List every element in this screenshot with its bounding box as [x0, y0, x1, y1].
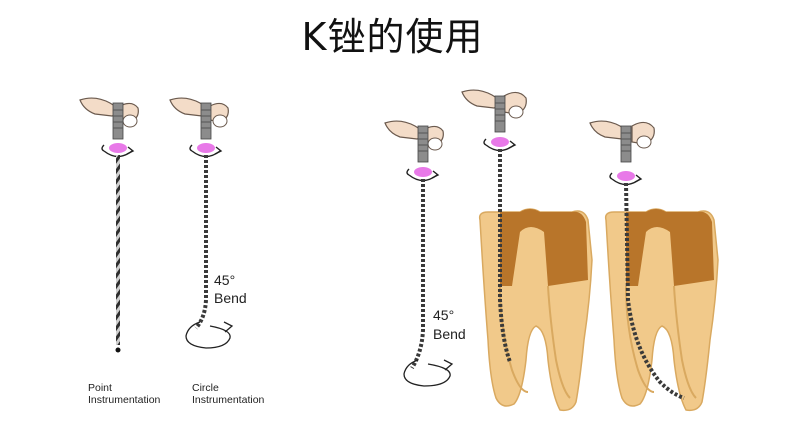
- circle-motion-arrow-icon: [403, 359, 451, 387]
- root-canal-outline: [499, 285, 571, 399]
- caption-line: Point: [88, 382, 112, 394]
- file-instrument-point: [79, 97, 139, 353]
- rubber-stopper: [491, 137, 509, 147]
- root-canal-outline: [625, 285, 697, 399]
- file-handle: [417, 125, 429, 163]
- bend-word-label: Bend: [433, 326, 466, 342]
- hand-icon: [79, 97, 139, 128]
- caption-point-instrumentation: Point Instrumentation: [88, 382, 160, 406]
- file-tip-point: [115, 347, 121, 353]
- file-shaft: [116, 155, 120, 345]
- caption-line: Instrumentation: [88, 394, 161, 406]
- rubber-stopper: [109, 143, 127, 153]
- file-handle: [494, 95, 506, 133]
- file-handle: [200, 102, 212, 140]
- file-instrument-bent: 45° Bend: [384, 120, 466, 387]
- rubber-stopper: [617, 171, 635, 181]
- caption-circle-instrumentation: Circle Instrumentation: [192, 382, 264, 406]
- caption-line: Circle: [192, 382, 219, 394]
- hand-icon: [461, 89, 527, 119]
- caption-line: Instrumentation: [192, 394, 265, 406]
- file-shaft: [194, 155, 208, 330]
- rubber-stopper: [414, 167, 432, 177]
- file-shaft: [624, 182, 685, 400]
- tooth-crown: [500, 209, 588, 286]
- tooth-with-file-left: [461, 89, 593, 412]
- rubber-stopper: [197, 143, 215, 153]
- tooth-crown: [626, 209, 714, 286]
- bend-word-label: Bend: [214, 290, 247, 306]
- file-shaft: [498, 149, 512, 363]
- bend-angle-label: 45°: [433, 307, 454, 323]
- file-handle: [620, 125, 632, 163]
- hand-icon: [384, 120, 444, 151]
- slide-title: K锉的使用: [301, 15, 484, 59]
- hand-icon: [169, 97, 229, 128]
- bend-angle-label: 45°: [214, 272, 235, 288]
- file-instrument-circle: 45° Bend: [169, 97, 247, 349]
- file-shaft: [410, 179, 425, 370]
- circle-motion-arrow-icon: [185, 321, 231, 349]
- file-handle: [112, 102, 124, 140]
- hand-icon: [589, 120, 655, 149]
- tooth-with-file-right: [589, 120, 719, 412]
